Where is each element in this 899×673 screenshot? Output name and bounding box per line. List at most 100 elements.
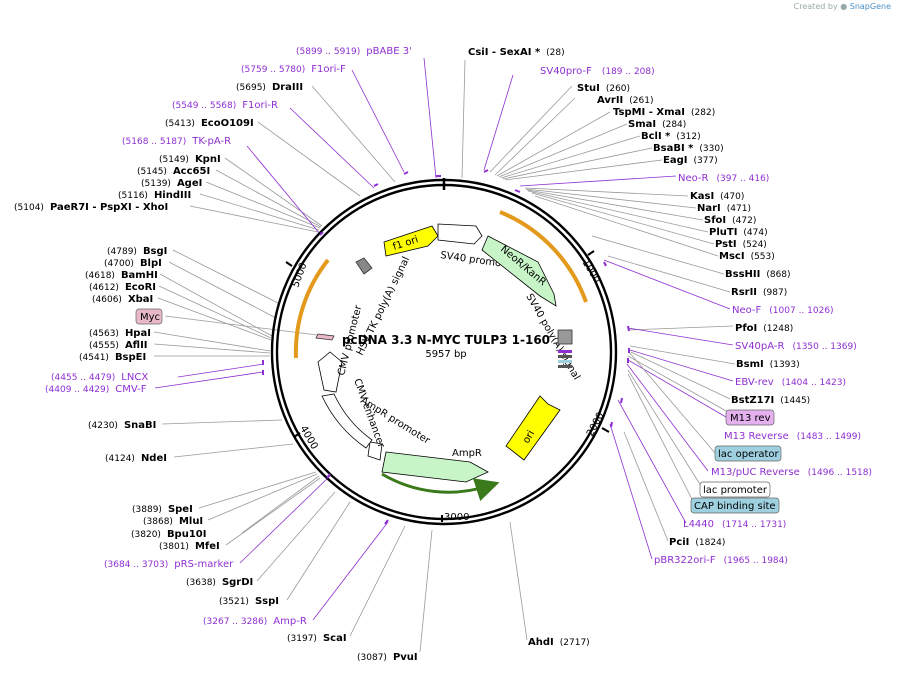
box-label-lac-operator: lac operator xyxy=(718,449,779,460)
primer-pbr322ori-f: pBR322ori-F(1965 .. 1984) xyxy=(654,555,788,566)
feature-block-lac-promoter xyxy=(558,365,572,368)
enzyme-mfei: (3801)MfeI xyxy=(159,541,220,552)
primer-m13-puc-reverse: M13/pUC Reverse(1496 .. 1518) xyxy=(711,467,872,478)
enzyme-sspi: (3521)SspI xyxy=(219,596,279,607)
enzyme-bsabi: BsaBI *(330) xyxy=(653,143,724,154)
enzyme-stui: StuI(260) xyxy=(577,83,630,94)
enzyme-sfoi: SfoI(472) xyxy=(704,215,756,226)
enzyme-blpi: (4700)BlpI xyxy=(104,258,162,269)
enzyme-pvui: (3087)PvuI xyxy=(357,652,418,663)
primer-f1ori-r: (5549 .. 5568)F1ori-R xyxy=(172,100,278,111)
enzyme-pfoi: PfoI(1248) xyxy=(735,323,793,334)
primer-f1ori-f: (5759 .. 5780)F1ori-F xyxy=(241,64,346,75)
primer-cmv-f: (4409 .. 4429)CMV-F xyxy=(45,384,147,395)
enzyme-rsrii: RsrII(987) xyxy=(731,287,787,298)
feature-hsv-polya-block xyxy=(355,257,373,275)
box-lac-operator xyxy=(714,445,782,462)
box-myc xyxy=(135,308,163,325)
feature-cmv-enhancer xyxy=(321,393,373,449)
enzyme-bsmi: BsmI(1393) xyxy=(736,359,800,370)
enzyme-bsgi: (4789)BsgI xyxy=(107,246,167,257)
box-label-m13-rev: M13 rev xyxy=(730,413,771,424)
primer-neo-r: Neo-R(397 .. 416) xyxy=(678,173,769,184)
primer-ebv-rev: EBV-rev(1404 .. 1423) xyxy=(735,377,846,388)
enzyme-agei: (5139)AgeI xyxy=(141,178,202,189)
enzyme-hindiii: (5116)HindIII xyxy=(118,190,191,201)
leader-lines xyxy=(153,59,736,653)
enzyme-eagi: EagI(377) xyxy=(663,155,718,166)
primer-amp-r: (3267 .. 3286)Amp-R xyxy=(203,616,307,627)
enzyme-bcli: BclI *(312) xyxy=(641,131,701,142)
enzyme-kpni: (5149)KpnI xyxy=(159,154,221,165)
enzyme-csii: CsiI - SexAI *(28) xyxy=(468,47,565,58)
enzyme-ndei: (4124)NdeI xyxy=(105,453,167,464)
primer-sv40pa-r: SV40pA-R(1350 .. 1369) xyxy=(735,341,857,352)
enzyme-xbai: (4606)XbaI xyxy=(92,294,153,305)
enzyme-labels: CsiI - SexAI *(28) StuI(260) AvrII(261) … xyxy=(14,47,810,663)
enzyme-psti: PstI(524) xyxy=(715,239,767,250)
primer-lncx: (4455 .. 4479)LNCX xyxy=(51,372,148,383)
box-cap-binding-site xyxy=(690,497,780,514)
feature-cmv-promoter xyxy=(317,351,343,393)
primer-l4440: L4440(1714 .. 1731) xyxy=(683,519,786,530)
enzyme-pcii: PciI(1824) xyxy=(669,537,725,548)
tick-label-1000: 1000 xyxy=(579,258,602,285)
tick-label-2000: 2000 xyxy=(585,411,607,439)
enzyme-nari: NarI(471) xyxy=(697,203,751,214)
enzyme-bamhi: (4618)BamHI xyxy=(85,270,158,281)
feature-neor-kanr xyxy=(481,235,557,307)
primer-neo-f: Neo-F(1007 .. 1026) xyxy=(732,305,834,316)
box-m13-rev xyxy=(725,409,775,426)
primer-pbabe3: (5899 .. 5919)pBABE 3' xyxy=(296,46,412,57)
feature-sv40-promoter xyxy=(437,223,483,245)
box-label-cap-binding-site: CAP binding site xyxy=(694,501,776,512)
feature-ampr-promoter xyxy=(367,441,383,461)
primer-prs-marker: (3684 .. 3703)pRS-marker xyxy=(104,559,234,570)
enzyme-tspmi: TspMI - XmaI(282) xyxy=(613,107,715,118)
feature-ori xyxy=(505,395,561,461)
feature-block-cap xyxy=(558,360,572,363)
enzyme-kasi: KasI(470) xyxy=(690,191,744,202)
orf-arc-neo xyxy=(499,210,588,303)
enzyme-avrii: AvrII(261) xyxy=(597,95,653,106)
plasmid-size: 5957 bp xyxy=(425,349,466,360)
orf-arc-myc xyxy=(293,258,330,359)
primer-sv40pro-f: SV40pro-F(189 .. 208) xyxy=(540,66,655,77)
primer-ticks xyxy=(262,169,630,525)
enzyme-scai: (3197)ScaI xyxy=(287,633,347,644)
enzyme-bstz17i: BstZ17I(1445) xyxy=(731,395,810,406)
enzyme-acc65i: (5145)Acc65I xyxy=(137,166,210,177)
feature-ampr xyxy=(381,451,489,483)
boxed-feature-labels: Myc M13 rev lac operator lac promoter CA… xyxy=(135,308,782,514)
enzyme-sgrdi: (3638)SgrDI xyxy=(186,577,253,588)
enzyme-paer7i: (5104)PaeR7I - PspXI - XhoI xyxy=(14,202,168,213)
enzyme-smai: SmaI(284) xyxy=(628,119,686,130)
credit-prefix: Created by xyxy=(793,2,838,11)
feature-block-m13 xyxy=(558,350,572,353)
feature-block-grey xyxy=(557,329,573,345)
enzyme-aflii: (4555)AflII xyxy=(89,340,148,351)
feature-ampr-orf xyxy=(381,472,500,502)
feature-block-lac-operator xyxy=(558,355,572,358)
primer-m13-reverse: M13 Reverse(1483 .. 1499) xyxy=(724,431,861,442)
enzyme-pluti: PluTI(474) xyxy=(709,227,768,238)
size-ticks xyxy=(285,250,610,522)
enzyme-hpai: (4563)HpaI xyxy=(89,328,151,339)
enzyme-msci: MscI(553) xyxy=(719,251,775,262)
box-lac-promoter xyxy=(699,481,771,498)
plasmid-name: pcDNA 3.3 N-MYC TULP3 1-160 xyxy=(342,333,550,347)
feature-f1-ori xyxy=(383,225,439,257)
credit-brand: SnapGene xyxy=(849,2,891,11)
enzyme-snabi: (4230)SnaBI xyxy=(88,420,156,431)
enzyme-bspei: (4541)BspEI xyxy=(79,352,146,363)
enzyme-ecoo109i: (5413)EcoO109I xyxy=(165,118,254,129)
tick-label-3000: 3000 xyxy=(444,512,469,523)
enzyme-ecori: (4612)EcoRI xyxy=(89,282,156,293)
credit: Created by ● SnapGene xyxy=(794,2,891,11)
snapgene-logo-icon: ● xyxy=(840,2,848,11)
box-label-myc: Myc xyxy=(140,312,160,323)
enzyme-ahdi: AhdI(2717) xyxy=(528,637,590,648)
enzyme-spei: (3889)SpeI xyxy=(132,504,193,515)
enzyme-draiii: (5695)DraIII xyxy=(236,82,303,93)
